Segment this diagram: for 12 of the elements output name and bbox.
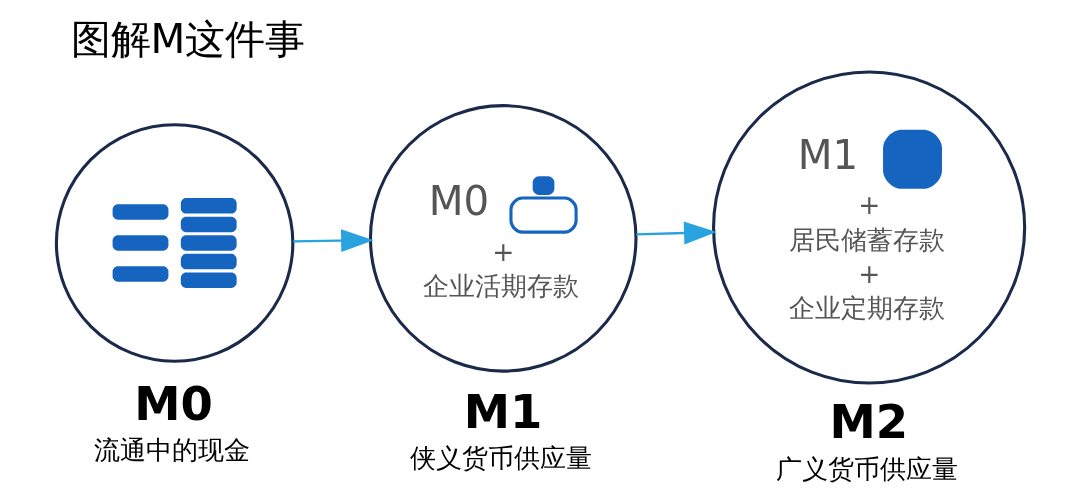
diagram-title: 图解M这件事: [70, 15, 305, 63]
node-circle: M1 + 居民储蓄存款 + 企业定期存款: [711, 70, 1026, 385]
node-label: 侠义货币供应量: [409, 443, 592, 474]
node-label: M1: [463, 384, 542, 439]
node-circle: M0 + 企业活期存款: [368, 104, 638, 373]
node-label: 流通中的现金: [93, 435, 250, 466]
node-label: M2: [829, 395, 908, 450]
node-picture: [54, 123, 294, 363]
node-label: 广义货币供应量: [775, 454, 958, 485]
arrow: [635, 221, 717, 245]
node-label: M0: [133, 376, 213, 431]
arrow: [292, 229, 374, 253]
